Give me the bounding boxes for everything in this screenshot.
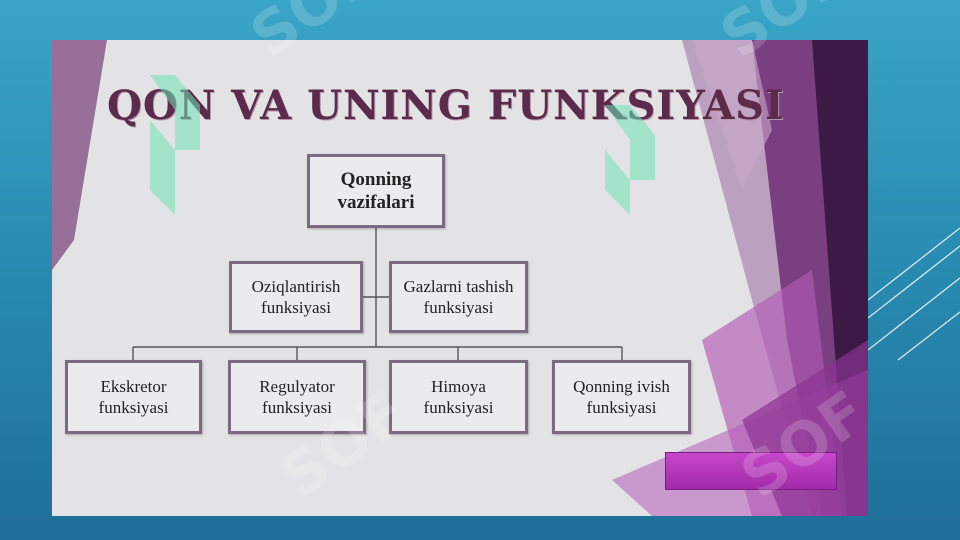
decorative-lines-icon bbox=[868, 227, 960, 361]
node-label: Qonning ivish funksiyasi bbox=[573, 377, 670, 417]
accent-button[interactable] bbox=[665, 452, 837, 490]
node-label: Regulyator funksiyasi bbox=[259, 377, 335, 417]
root-node-label: Qonning vazifalari bbox=[337, 169, 415, 213]
root-node: Qonning vazifalari bbox=[307, 154, 445, 228]
node-label: Oziqlantirish funksiyasi bbox=[251, 277, 341, 317]
node-oziqlantirish: Oziqlantirish funksiyasi bbox=[229, 261, 363, 333]
node-qonning-ivish: Qonning ivish funksiyasi bbox=[552, 360, 691, 434]
decorative-shapes bbox=[52, 40, 868, 516]
node-ekskretor: Ekskretor funksiyasi bbox=[65, 360, 202, 434]
node-label: Gazlarni tashish funksiyasi bbox=[403, 277, 514, 317]
node-gazlarni-tashish: Gazlarni tashish funksiyasi bbox=[389, 261, 528, 333]
connector-lines bbox=[132, 228, 623, 360]
node-label: Ekskretor funksiyasi bbox=[98, 377, 169, 417]
node-himoya: Himoya funksiyasi bbox=[389, 360, 528, 434]
slide-image: QON VA UNING FUNKSIYASI Qonning vazifala… bbox=[52, 40, 868, 516]
node-label: Himoya funksiyasi bbox=[423, 377, 494, 417]
node-regulyator: Regulyator funksiyasi bbox=[228, 360, 366, 434]
slide-title: QON VA UNING FUNKSIYASI bbox=[107, 82, 785, 129]
